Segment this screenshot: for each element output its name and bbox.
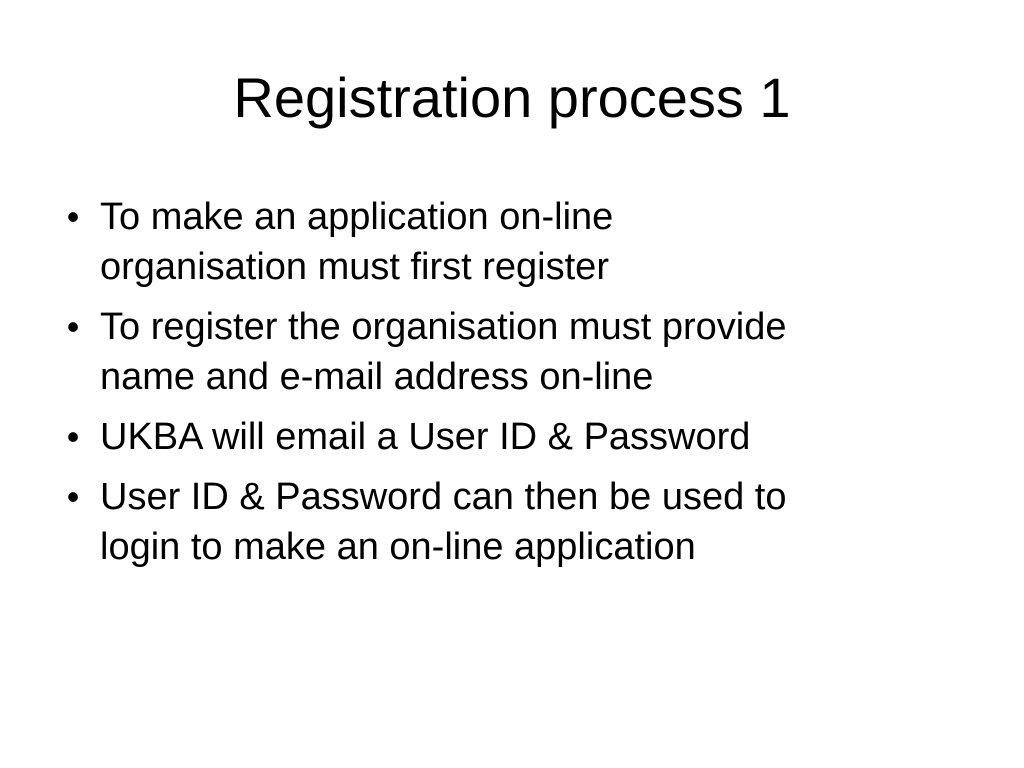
list-item: • User ID & Password can then be used to…: [58, 472, 958, 572]
bullet-text-line-2: organisation must first register: [100, 246, 609, 288]
bullet-text-line-2: name and e-mail address on-line: [100, 356, 654, 398]
bullet-icon: •: [66, 416, 80, 457]
bullet-text-line-1: User ID & Password can then be used to: [100, 476, 787, 518]
bullet-icon: •: [66, 196, 80, 237]
list-item: • To register the organisation must prov…: [58, 302, 958, 402]
slide-title: Registration process 1: [233, 66, 791, 129]
bullet-icon: •: [66, 476, 80, 517]
bullet-text-line-1: To make an application on-line: [100, 196, 614, 238]
bullet-text-line-1: To register the organisation must provid…: [100, 306, 787, 348]
list-item: • UKBA will email a User ID & Password: [58, 412, 958, 462]
bullet-text-line-2: login to make an on-line application: [100, 526, 696, 568]
list-item: • To make an application on-line organis…: [58, 192, 958, 292]
bullet-icon: •: [66, 306, 80, 347]
bullet-text-line-1: UKBA will email a User ID & Password: [100, 416, 751, 458]
bullet-list: • To make an application on-line organis…: [58, 192, 958, 582]
